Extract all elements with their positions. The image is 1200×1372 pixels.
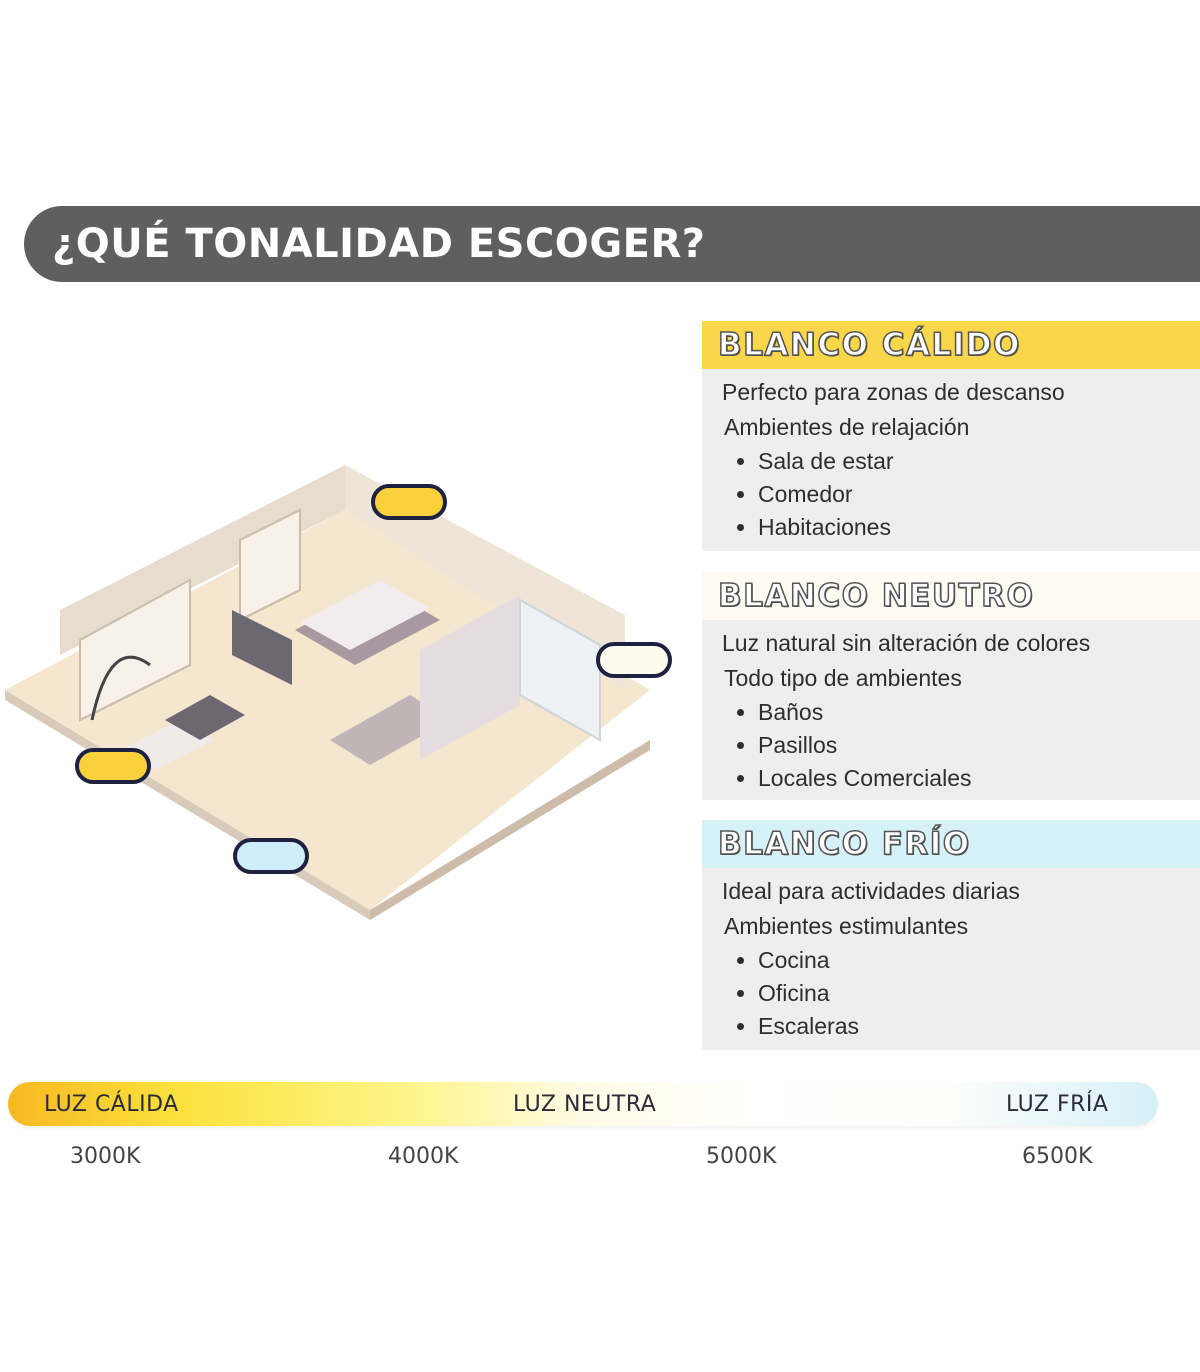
window-icon <box>239 508 301 622</box>
kelvin-4000-label: 4000K <box>388 1144 459 1169</box>
neutral-white-subtitle: Todo tipo de ambientes <box>724 665 962 691</box>
bathroom-wall-icon <box>420 595 520 760</box>
warm-white-list: Sala de estar Comedor Habitaciones <box>722 445 1200 544</box>
list-item: Locales Comerciales <box>758 762 1200 795</box>
cold-white-panel: BLANCO FRÍO Ideal para actividades diari… <box>702 820 1200 1050</box>
cold-white-header: BLANCO FRÍO <box>702 820 1200 868</box>
kelvin-5000-label: 5000K <box>706 1144 777 1169</box>
shower-glass-icon <box>519 598 601 742</box>
title-banner: ¿QUÉ TONALIDAD ESCOGER? <box>24 206 1200 282</box>
warm-white-subtitle: Ambientes de relajación <box>724 414 970 440</box>
right-edge-icon <box>370 740 650 920</box>
list-item: Escaleras <box>758 1010 1200 1043</box>
floor-lamp-icon <box>90 655 151 721</box>
cold-white-list: Cocina Oficina Escaleras <box>722 944 1200 1043</box>
list-item: Habitaciones <box>758 511 1200 544</box>
window-icon <box>79 578 191 722</box>
neutral-white-list: Baños Pasillos Locales Comerciales <box>722 696 1200 795</box>
neutral-white-description: Luz natural sin alteración de colores <box>722 630 1091 656</box>
coffee-table-icon <box>165 695 245 740</box>
living-room-light-marker-icon <box>75 748 151 784</box>
back-left-wall-icon <box>60 465 345 655</box>
warm-white-title: BLANCO CÁLIDO <box>717 326 1021 364</box>
kelvin-3000-label: 3000K <box>70 1144 141 1169</box>
list-item: Oficina <box>758 977 1200 1010</box>
neutral-white-title: BLANCO NEUTRO <box>717 577 1035 615</box>
warm-white-panel: BLANCO CÁLIDO Perfecto para zonas de des… <box>702 321 1200 551</box>
warm-white-description: Perfecto para zonas de descanso <box>722 379 1065 405</box>
isometric-apartment-illustration <box>5 465 672 920</box>
tv-icon <box>232 610 292 685</box>
neutral-light-label: LUZ NEUTRA <box>513 1092 657 1117</box>
neutral-white-body: Luz natural sin alteración de colores To… <box>702 620 1200 800</box>
bathroom-light-marker-icon <box>596 642 672 678</box>
page-title: ¿QUÉ TONALIDAD ESCOGER? <box>52 221 706 267</box>
color-temperature-scale-bar <box>8 1082 1158 1126</box>
list-item: Pasillos <box>758 729 1200 762</box>
list-item: Cocina <box>758 944 1200 977</box>
cold-white-title: BLANCO FRÍO <box>717 825 971 863</box>
warm-light-label: LUZ CÁLIDA <box>44 1092 179 1117</box>
warm-white-body: Perfecto para zonas de descanso Ambiente… <box>702 369 1200 551</box>
kitchen-light-marker-icon <box>233 838 309 874</box>
neutral-white-header: BLANCO NEUTRO <box>702 572 1200 620</box>
neutral-white-panel: BLANCO NEUTRO Luz natural sin alteración… <box>702 572 1200 800</box>
bedroom-light-marker-icon <box>371 484 447 520</box>
warm-white-header: BLANCO CÁLIDO <box>702 321 1200 369</box>
cold-white-body: Ideal para actividades diarias Ambientes… <box>702 868 1200 1050</box>
kelvin-6500-label: 6500K <box>1022 1144 1093 1169</box>
list-item: Baños <box>758 696 1200 729</box>
cold-white-description: Ideal para actividades diarias <box>722 878 1020 904</box>
bed-icon <box>300 580 430 650</box>
list-item: Comedor <box>758 478 1200 511</box>
cold-light-label: LUZ FRÍA <box>1006 1092 1109 1117</box>
list-item: Sala de estar <box>758 445 1200 478</box>
cold-white-subtitle: Ambientes estimulantes <box>724 913 969 939</box>
